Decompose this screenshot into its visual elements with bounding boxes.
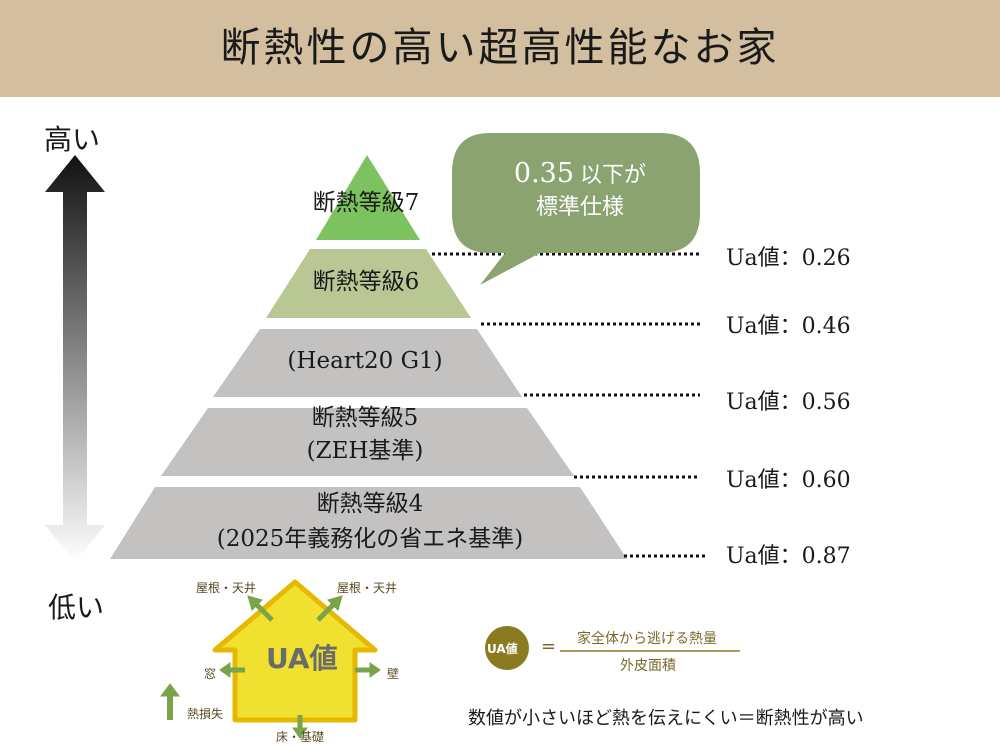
low-label: 低い: [48, 591, 105, 624]
wall-label: 壁: [387, 667, 400, 681]
formula-numerator: 家全体から逃げる熱量: [577, 631, 717, 647]
bubble-suffix: 以下が: [580, 163, 647, 188]
tier-4-label-line2: (2025年義務化の省エネ基準): [216, 526, 524, 552]
bubble-line2: 標準仕様: [535, 195, 624, 220]
house-ua-label: UA値: [266, 642, 338, 675]
ua-value-tier7: Ua値：0.26: [726, 246, 851, 271]
bottom-note: 数値が小さいほど熱を伝えにくい＝断熱性が高い: [468, 708, 864, 729]
ua-value-tier4: Ua値：0.87: [726, 544, 851, 569]
tier-6: [266, 249, 471, 318]
formula-denominator: 外皮面積: [620, 658, 676, 674]
floor-label: 床・基礎: [276, 730, 325, 744]
ua-value-tier5: Ua値：0.60: [726, 468, 851, 493]
formula-graphic: [485, 626, 740, 670]
tier-5: [161, 408, 574, 476]
bubble-value: 0.35: [513, 158, 575, 189]
heat-loss-label: 熱損失: [187, 707, 224, 721]
formula-badge: UA値: [487, 642, 518, 656]
speech-bubble: [452, 133, 700, 285]
tier-heart20-label: (Heart20 G1): [287, 348, 443, 374]
tier-4-label-line1: 断熱等級4: [316, 491, 424, 517]
pyramid: [110, 133, 705, 559]
tier-5-label-line1: 断熱等級5: [311, 405, 419, 431]
formula-equals: =: [541, 636, 557, 657]
tier-6-label: 断熱等級6: [312, 269, 420, 295]
tier-5-label-line2: (ZEH基準): [306, 438, 424, 464]
header-bar: [0, 0, 1000, 97]
tier-4: [110, 487, 627, 559]
house-shape: [212, 579, 378, 723]
window-label: 窓: [204, 667, 217, 681]
high-label: 高い: [44, 123, 101, 156]
ua-value-tier6: Ua値：0.46: [726, 314, 851, 339]
house-diagram: [160, 579, 381, 739]
roof-right-label: 屋根・天井: [337, 581, 398, 595]
tier-7-label: 断熱等級7: [312, 190, 420, 216]
roof-left-label: 屋根・天井: [196, 581, 257, 595]
page-title: 断熱性の高い超高性能なお家: [220, 25, 780, 71]
scale-arrow: [45, 155, 105, 562]
ua-value-heart20: Ua値：0.56: [726, 390, 851, 415]
tier-7: [316, 155, 420, 240]
tier-heart20: [213, 329, 522, 397]
